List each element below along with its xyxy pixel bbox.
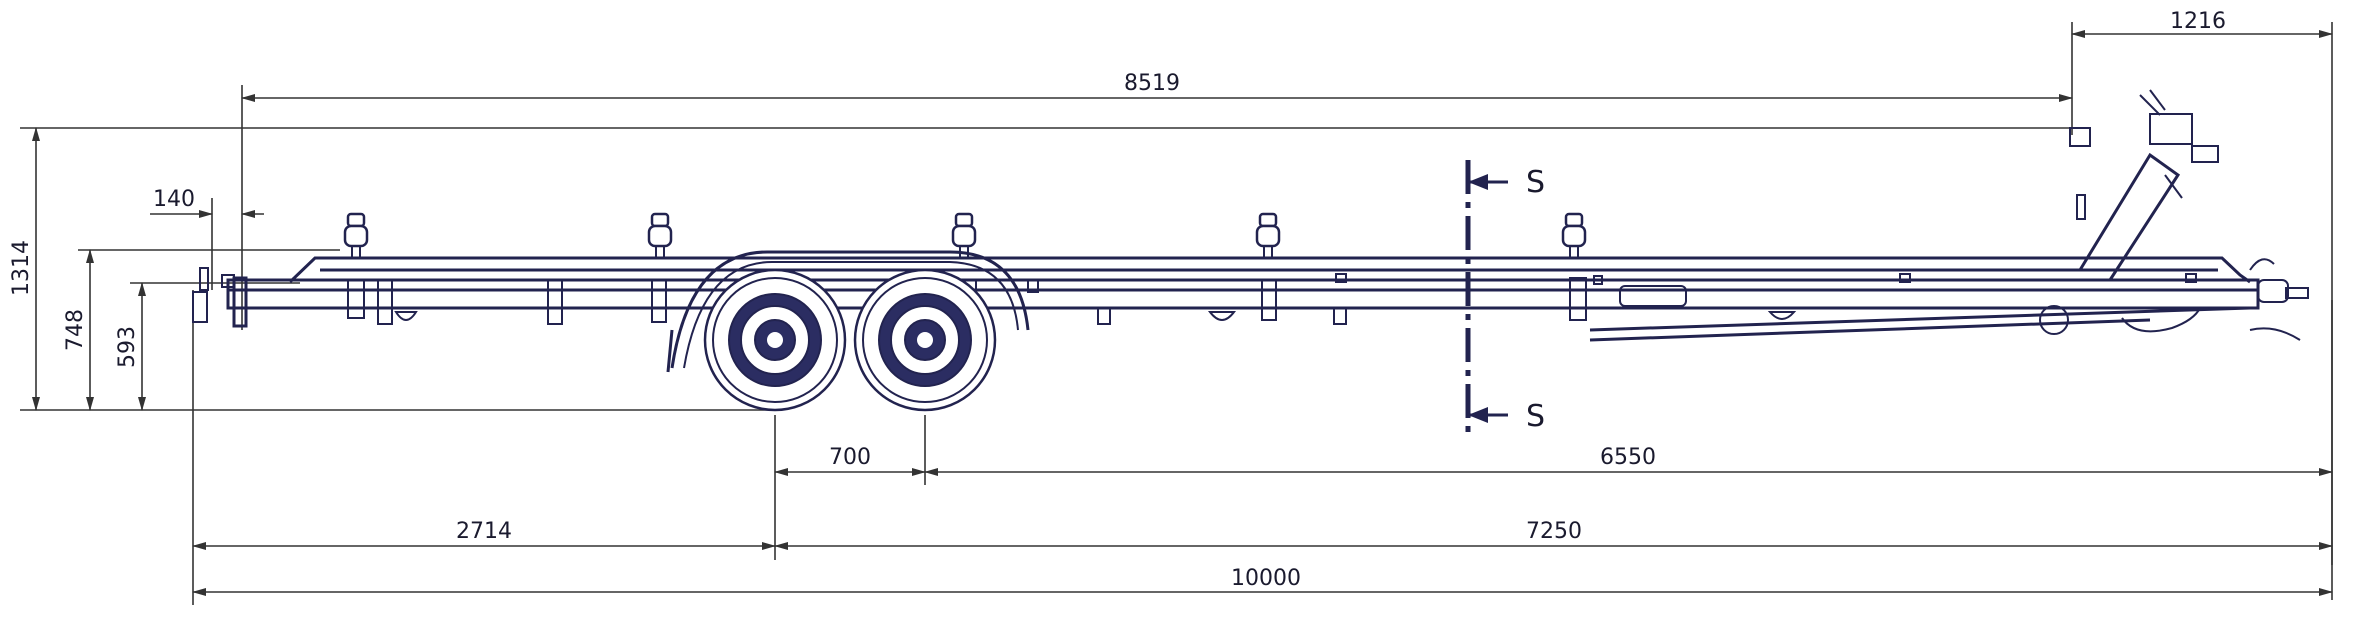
wheel-front: [703, 268, 847, 412]
wheel-rear: [853, 268, 997, 412]
section-marker-top: S: [1526, 165, 1545, 200]
dim-7250-label: 7250: [1526, 519, 1582, 544]
dim-140-label: 140: [153, 187, 195, 212]
dimension-lines: [20, 22, 2333, 605]
dim-2714-label: 2714: [456, 519, 512, 544]
dim-1216-label: 1216: [2170, 9, 2226, 34]
dim-8519-label: 8519: [1124, 71, 1180, 96]
keel-rollers: [343, 212, 1587, 258]
section-line: [1465, 160, 1508, 440]
dim-1314-label: 1314: [9, 240, 34, 296]
dim-6550-label: 6550: [1600, 445, 1656, 470]
section-marker-bottom: S: [1526, 399, 1545, 434]
winch-post: [2069, 89, 2219, 281]
dim-593-label: 593: [115, 326, 140, 368]
coupler: [2039, 258, 2309, 341]
dim-700-label: 700: [829, 445, 871, 470]
fender: [666, 250, 1030, 373]
trailer-frame: [192, 256, 2260, 342]
dim-10000-label: 10000: [1231, 566, 1301, 591]
frame-brackets: [347, 273, 2197, 325]
dim-748-label: 748: [63, 309, 88, 351]
